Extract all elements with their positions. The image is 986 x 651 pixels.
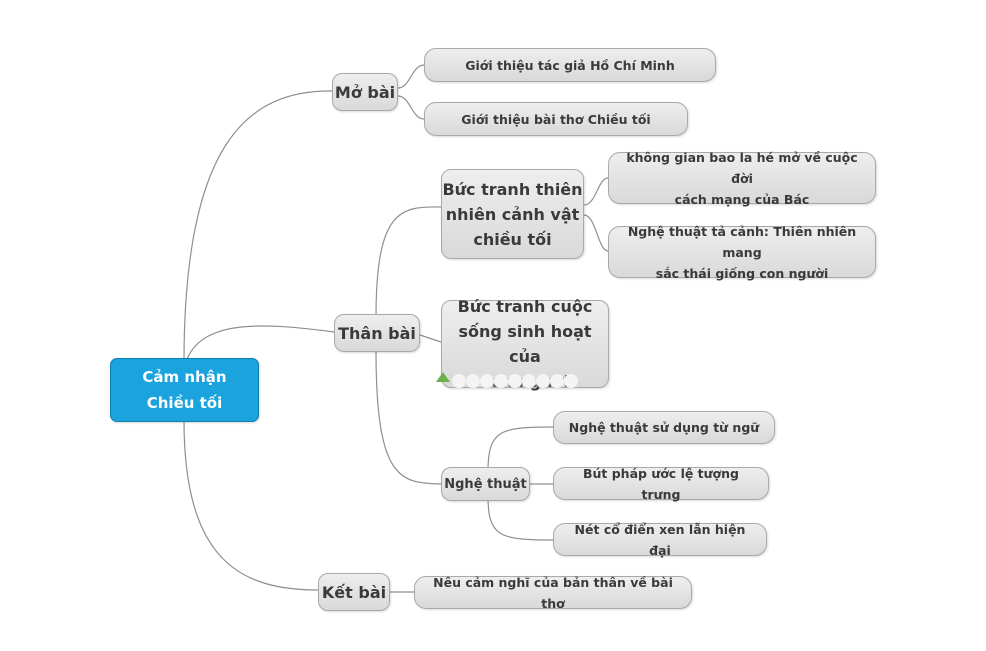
leaf-gioi-thieu-bai-tho[interactable]: Giới thiệu bài thơ Chiều tối xyxy=(424,102,688,136)
leaf-label: Giới thiệu bài thơ Chiều tối xyxy=(461,111,651,127)
leaf-label-line1: không gian bao la hé mở về cuộc đời xyxy=(626,149,858,186)
sub-nghe-thuat[interactable]: Nghệ thuật xyxy=(441,467,530,501)
link-root-ket-bai xyxy=(183,419,319,591)
leaf-label: Nêu cảm nghĩ của bản thân về bài thơ xyxy=(433,574,673,611)
root-label-line1: Cảm nhận xyxy=(142,368,227,386)
link-than-bai-sub3 xyxy=(375,349,442,485)
link-than-bai-sub2 xyxy=(419,334,442,343)
link-mo-bai-2 xyxy=(397,95,425,120)
leaf-label-line1: Nghệ thuật tả cảnh: Thiên nhiên mang xyxy=(627,223,857,260)
branch-than-bai[interactable]: Thân bài xyxy=(334,314,420,352)
link-sub1-child2 xyxy=(583,214,609,252)
root-label-line2: Chiều tối xyxy=(146,394,223,412)
leaf-but-phap[interactable]: Bút pháp ước lệ tượng trưng xyxy=(553,466,769,502)
leaf-net-co-dien[interactable]: Nét cổ điển xen lẫn hiện đại xyxy=(553,522,767,558)
sub-buc-tranh-thien-nhien[interactable]: Bức tranh thiên nhiên cảnh vật chiều tối xyxy=(441,169,584,259)
leaf-gioi-thieu-tac-gia[interactable]: Giới thiệu tác giả Hồ Chí Minh xyxy=(424,48,716,82)
collapse-triangle-icon xyxy=(436,372,450,382)
branch-mo-bai[interactable]: Mở bài xyxy=(332,73,398,111)
link-root-than-bai xyxy=(185,325,335,363)
link-sub3-child1 xyxy=(487,426,554,473)
leaf-nghe-thuat-ta-canh[interactable]: Nghệ thuật tả cảnh: Thiên nhiên mang sắc… xyxy=(608,224,876,281)
link-root-mo-bai xyxy=(183,90,333,363)
sub-label-line2: nhiên cảnh vật xyxy=(445,204,580,224)
leaf-nghe-thuat-tu-ngu[interactable]: Nghệ thuật sử dụng từ ngữ xyxy=(553,411,775,444)
collapsed-dots-icon xyxy=(452,374,578,388)
leaf-label: Giới thiệu tác giả Hồ Chí Minh xyxy=(465,57,675,73)
sub-label-line2: sống sinh hoạt của xyxy=(458,322,592,366)
link-mo-bai-1 xyxy=(397,64,425,89)
sub-label-line1: Bức tranh cuộc xyxy=(457,297,593,316)
link-than-bai-sub1 xyxy=(375,206,442,319)
leaf-label: Nghệ thuật sử dụng từ ngữ xyxy=(568,420,760,435)
leaf-label: Bút pháp ước lệ tượng trưng xyxy=(582,465,739,502)
branch-ket-bai-label: Kết bài xyxy=(321,582,387,602)
leaf-label-line2: sắc thái giống con người xyxy=(655,265,829,281)
leaf-label: Nét cổ điển xen lẫn hiện đại xyxy=(574,521,746,558)
sub-label-line1: Bức tranh thiên xyxy=(442,179,583,199)
link-sub3-child3 xyxy=(487,495,554,541)
sub-label-line3: chiều tối xyxy=(473,229,552,249)
root-node[interactable]: Cảm nhận Chiều tối xyxy=(110,358,259,422)
leaf-label-line2: cách mạng của Bác xyxy=(674,191,810,207)
branch-than-bai-label: Thân bài xyxy=(338,323,416,343)
leaf-khong-gian-bao-la[interactable]: không gian bao la hé mở về cuộc đời cách… xyxy=(608,150,876,207)
leaf-neu-cam-nghi[interactable]: Nêu cảm nghĩ của bản thân về bài thơ xyxy=(414,575,692,611)
link-sub1-child1 xyxy=(583,177,609,206)
sub-nghe-thuat-label: Nghệ thuật xyxy=(444,476,527,492)
branch-ket-bai[interactable]: Kết bài xyxy=(318,573,390,611)
branch-mo-bai-label: Mở bài xyxy=(334,82,396,102)
